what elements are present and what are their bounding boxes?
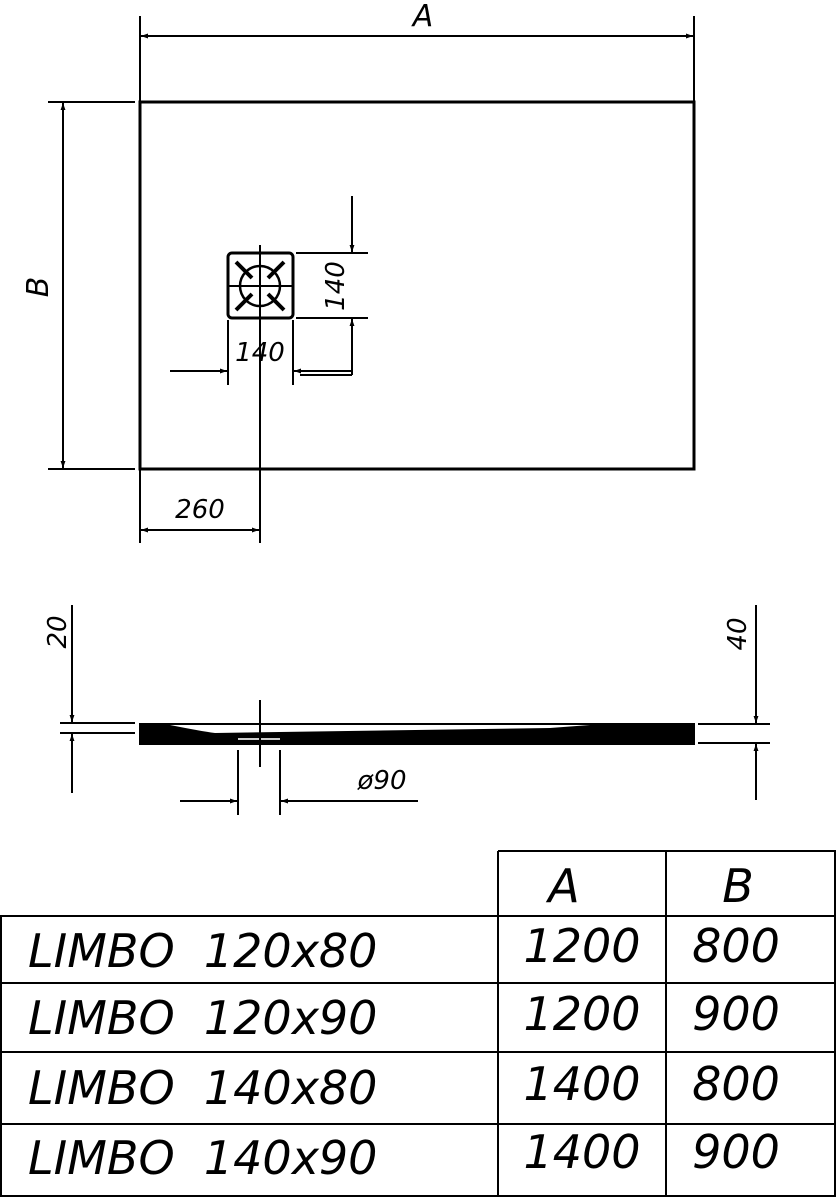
dimension-drain-diameter: ø90 [180,750,418,815]
value-a: 1200 [523,987,640,1041]
table-row: LIMBO 120x80 1200 800 [28,919,780,978]
value-a: 1400 [523,1057,640,1111]
drain-diameter-label: ø90 [357,766,407,796]
tray-outline [138,100,696,471]
dimension-drain-height: 140 [296,196,368,376]
dim-a-label: A [411,0,434,34]
dimension-b: B [21,101,135,470]
dimension-height-left: 20 [43,605,135,793]
table-row: LIMBO 140x90 1400 900 [28,1125,780,1185]
dimension-a: A [139,0,695,102]
drain-offset-label: 260 [175,495,225,525]
table-row: LIMBO 140x80 1400 800 [28,1057,780,1115]
value-b: 800 [692,1057,780,1111]
dimensions-table: A B LIMBO 120x80 1200 800 LIMBO 120x90 1… [0,850,836,1197]
model-name: LIMBO 140x90 [28,1131,377,1185]
model-name: LIMBO 140x80 [28,1061,377,1115]
table-header-a: A [545,859,579,913]
plan-view: A B 140 [21,0,696,543]
value-a: 1400 [523,1125,640,1179]
height-left-label: 20 [43,615,73,648]
model-name: LIMBO 120x90 [28,991,377,1045]
drain-height-label: 140 [321,261,351,311]
value-a: 1200 [523,919,640,973]
table-header-b: B [722,859,754,913]
dimension-drain-width: 140 [170,320,353,385]
model-name: LIMBO 120x80 [28,924,377,978]
dim-b-label: B [21,277,56,298]
value-b: 900 [692,987,780,1041]
side-view: 20 40 ø90 [43,605,770,815]
value-b: 900 [692,1125,780,1179]
dimension-height-right: 40 [698,605,770,800]
drain-width-label: 140 [235,338,285,368]
dimension-drain-offset: 260 [139,469,259,543]
table-row: LIMBO 120x90 1200 900 [28,987,780,1045]
height-right-label: 40 [723,617,753,650]
value-b: 800 [692,919,780,973]
